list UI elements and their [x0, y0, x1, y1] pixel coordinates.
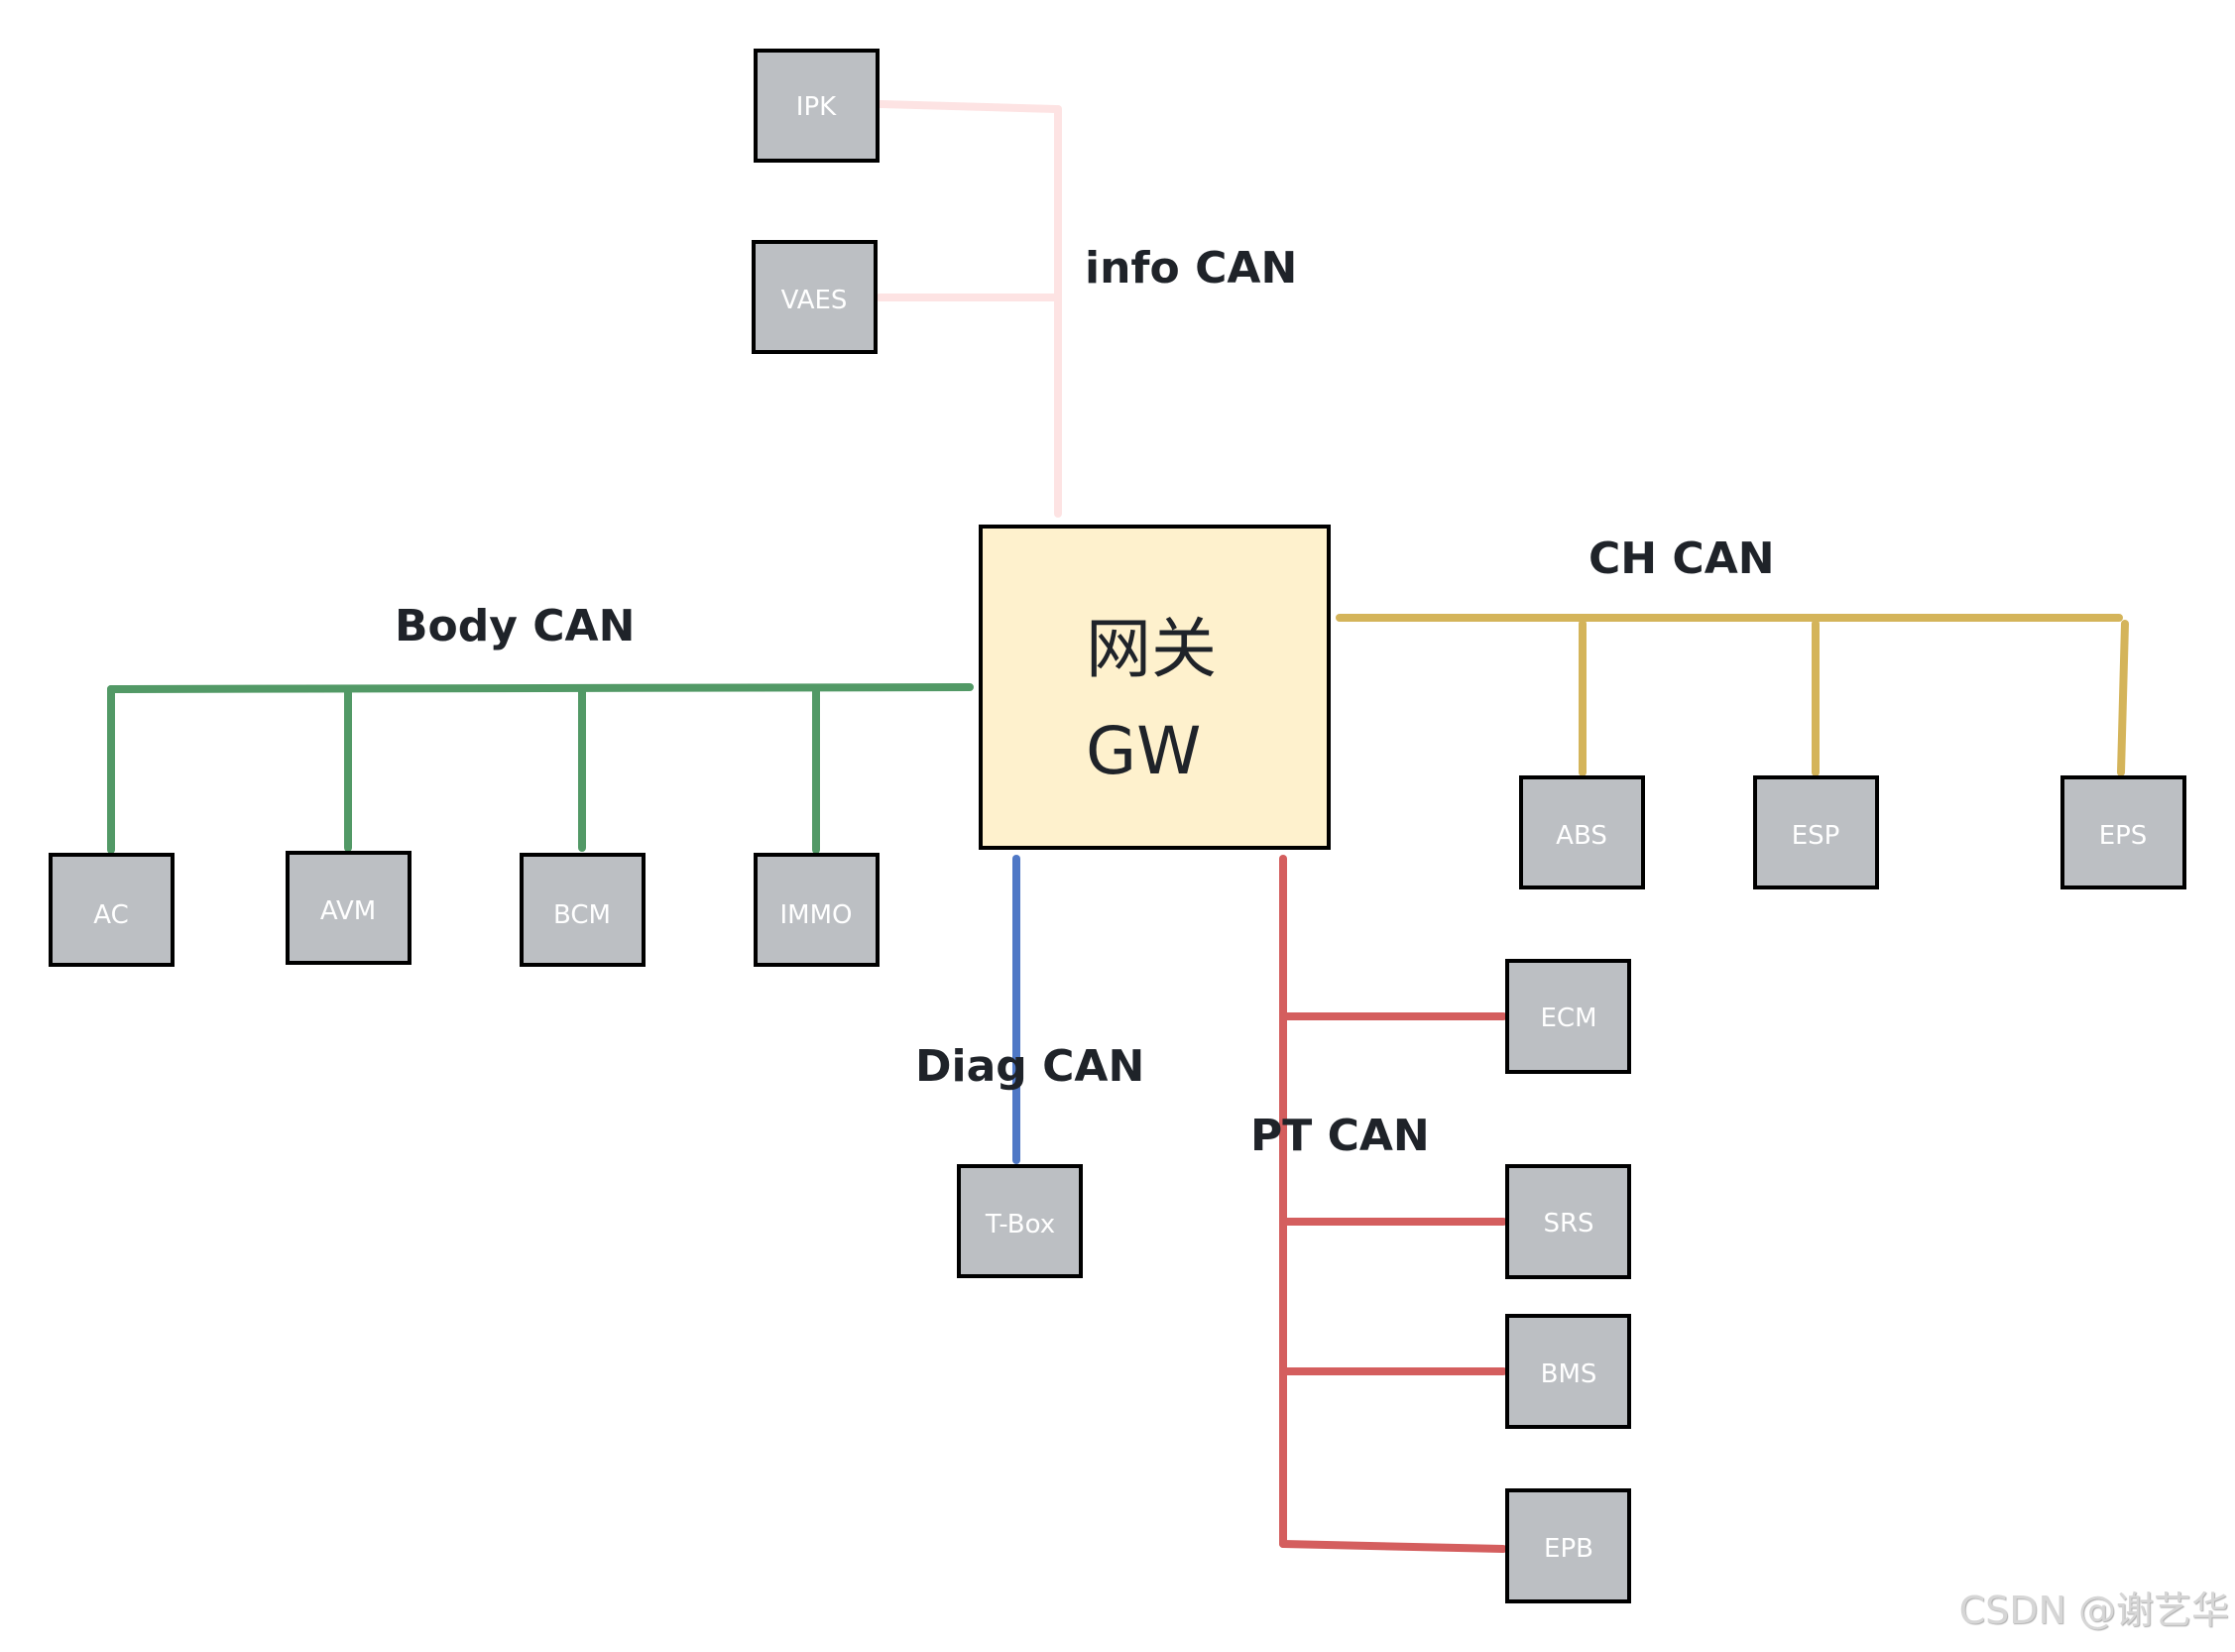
ecu-label: IMMO: [780, 900, 853, 930]
ecu-ac[interactable]: AC: [49, 853, 175, 967]
ecu-box: [1753, 775, 1879, 889]
pt-can-label: PT CAN: [1250, 1111, 1430, 1161]
pt-can-bus: [1279, 855, 1507, 1553]
ecu-esp[interactable]: ESP: [1753, 775, 1879, 889]
ch-can-bus: [1336, 614, 2129, 776]
gateway-label-en: GW: [1086, 713, 1201, 789]
info-can-bus: [876, 100, 1062, 518]
ecu-srs[interactable]: SRS: [1505, 1164, 1631, 1279]
ecu-label: BCM: [553, 900, 611, 930]
ecu-label: EPB: [1544, 1534, 1593, 1564]
body-can-trunk: [107, 683, 974, 693]
body-can-label: Body CAN: [395, 601, 635, 651]
ecu-box: [754, 853, 880, 967]
ecu-label: ABS: [1556, 821, 1607, 851]
ecu-abs[interactable]: ABS: [1519, 775, 1645, 889]
ecu-box: [754, 49, 880, 163]
ecu-box: [2060, 775, 2186, 889]
ecu-label: AVM: [320, 896, 376, 926]
ecu-box: [1505, 959, 1631, 1074]
ecu-vaes[interactable]: VAES: [752, 240, 878, 354]
ecu-box: [1519, 775, 1645, 889]
ch-can-wire-eps: [2117, 620, 2129, 776]
ecu-box: [752, 240, 878, 354]
ecu-box: [957, 1164, 1083, 1278]
ecu-bcm[interactable]: BCM: [520, 853, 646, 967]
ecu-ipk[interactable]: IPK: [754, 49, 880, 163]
ecu-box: [1505, 1164, 1631, 1279]
ecu-label: T-Box: [985, 1210, 1055, 1239]
ecu-label: EPS: [2099, 821, 2148, 851]
ecu-avm[interactable]: AVM: [286, 851, 412, 965]
ecu-eps[interactable]: EPS: [2060, 775, 2186, 889]
ecu-box: [1505, 1314, 1631, 1429]
ecu-label: ECM: [1540, 1003, 1596, 1033]
ecu-label: IPK: [796, 92, 837, 122]
pt-can-wire-epb: [1279, 1540, 1507, 1553]
ecu-immo[interactable]: IMMO: [754, 853, 880, 967]
ch-can-label: CH CAN: [1588, 533, 1775, 584]
gateway-box: [979, 525, 1331, 850]
info-can-label: info CAN: [1085, 243, 1297, 294]
ecu-box: [520, 853, 646, 967]
ecu-bms[interactable]: BMS: [1505, 1314, 1631, 1429]
info-can-wire-ipk: [876, 100, 1060, 113]
body-can-bus: [107, 683, 974, 854]
gateway-label-cn: 网关: [1086, 611, 1217, 687]
ecu-label: ESP: [1792, 821, 1840, 851]
ecu-tbox[interactable]: T-Box: [957, 1164, 1083, 1278]
gateway-node[interactable]: 网关 GW: [979, 525, 1331, 850]
ecu-label: VAES: [781, 286, 848, 315]
ecu-label: BMS: [1541, 1359, 1597, 1389]
ecu-ecm[interactable]: ECM: [1505, 959, 1631, 1074]
ecu-box: [1505, 1488, 1631, 1603]
ecu-box: [49, 853, 175, 967]
watermark-text: CSDN @谢艺华: [1958, 1589, 2229, 1632]
ecu-label: AC: [93, 900, 128, 930]
ecu-box: [286, 851, 412, 965]
ecu-epb[interactable]: EPB: [1505, 1488, 1631, 1603]
diag-can-label: Diag CAN: [915, 1041, 1144, 1092]
ecu-label: SRS: [1543, 1209, 1593, 1239]
